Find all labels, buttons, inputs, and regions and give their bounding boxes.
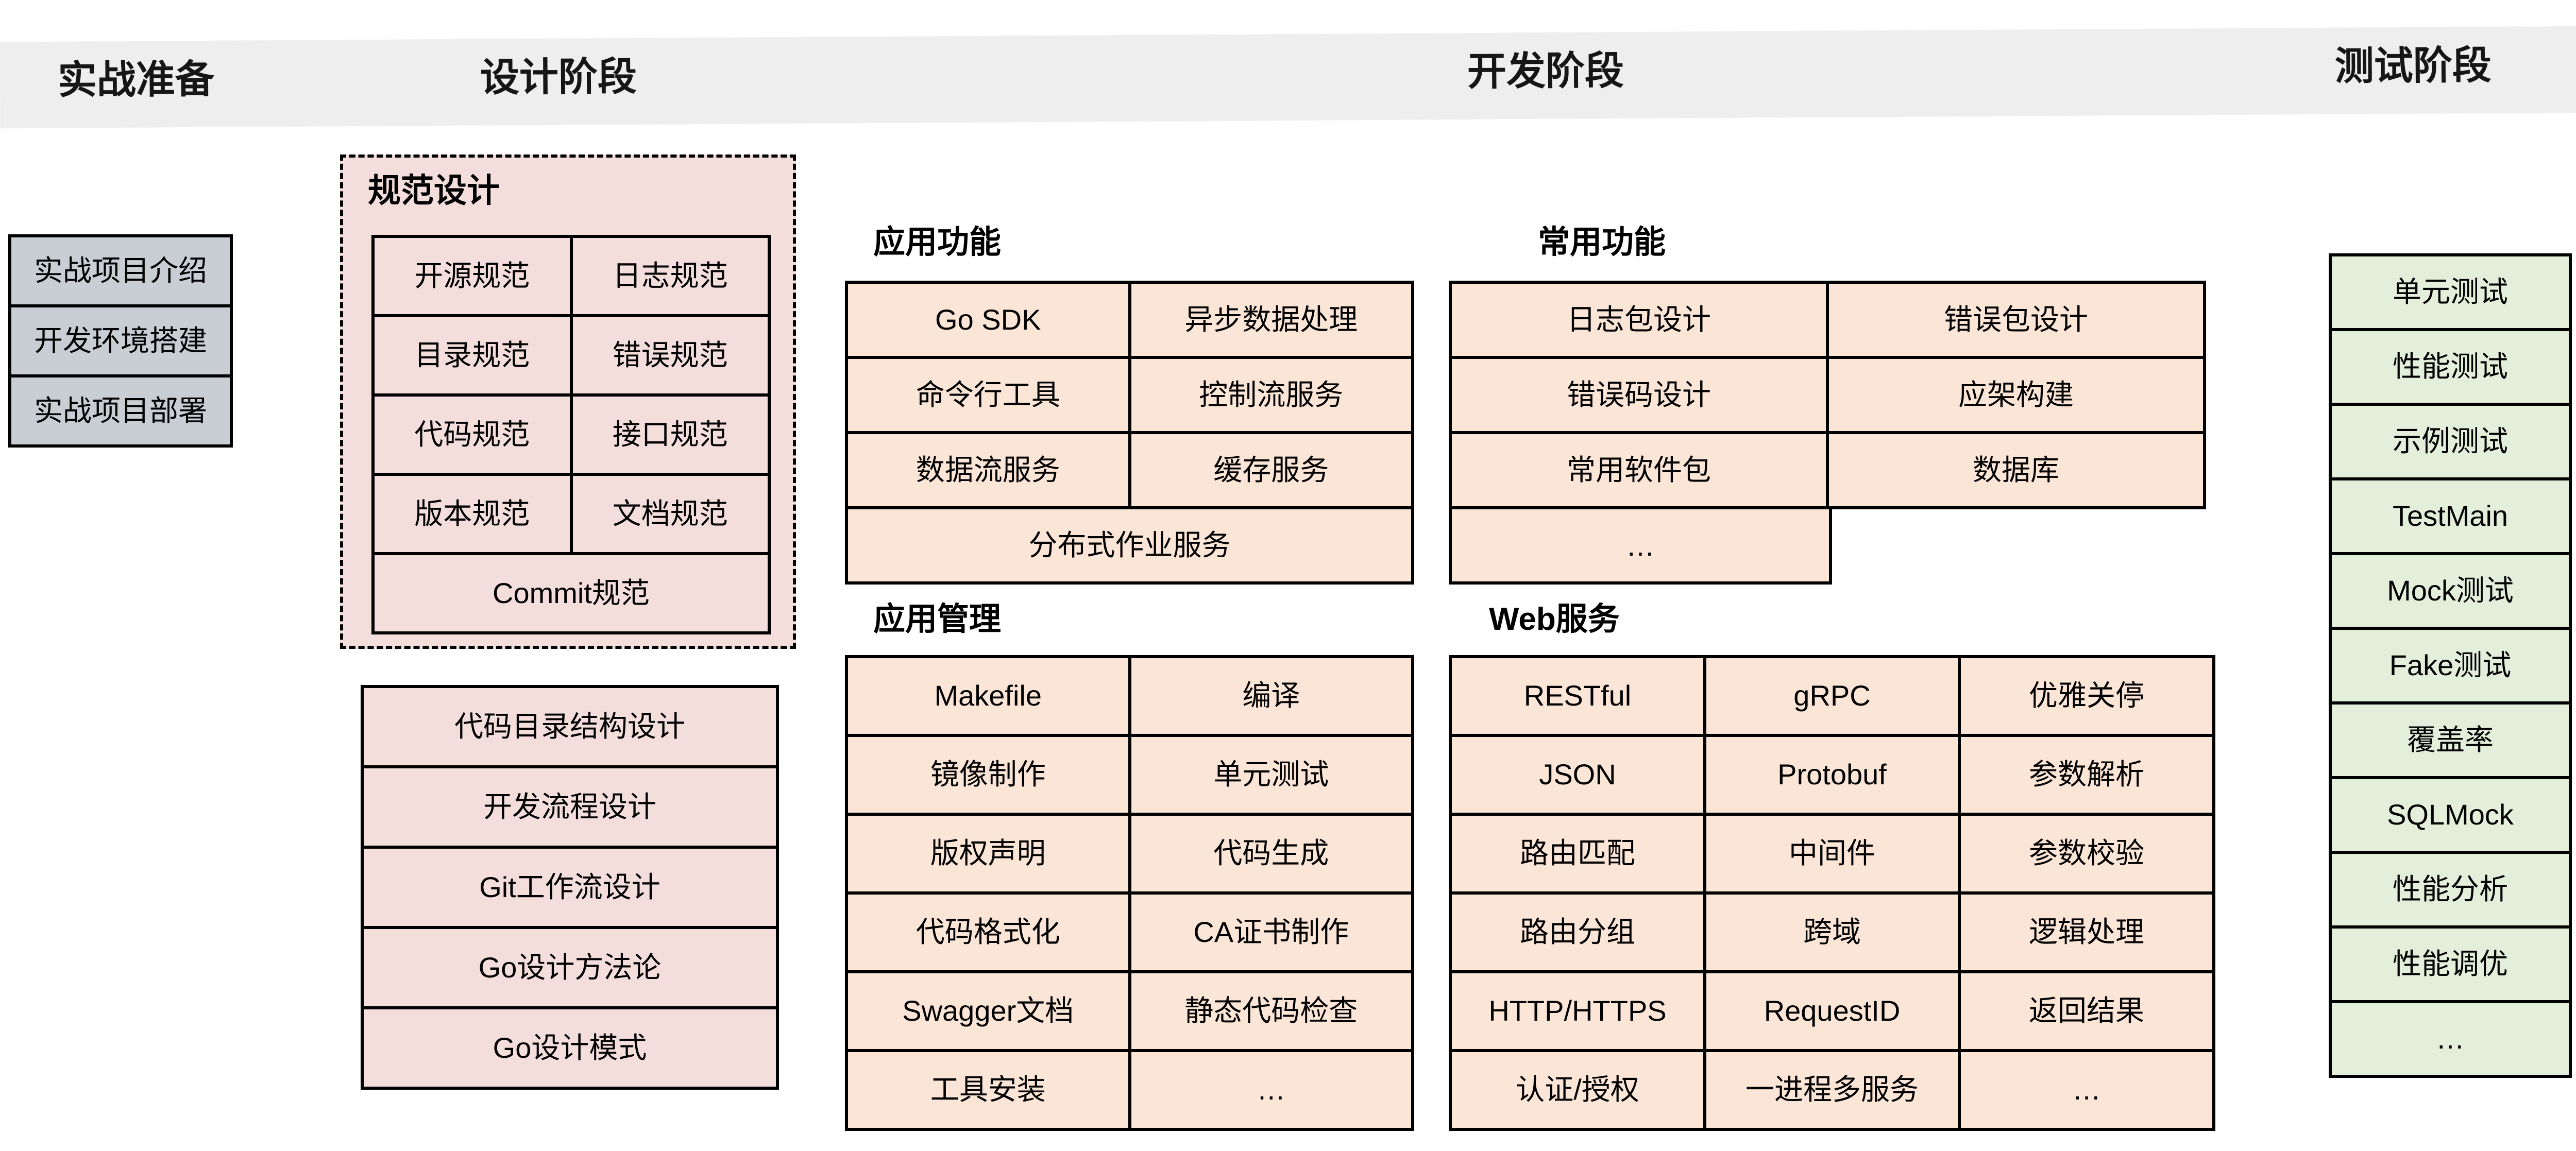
common-cell: 错误码设计 [1452, 359, 1826, 431]
test-item: 覆盖率 [2332, 705, 2569, 776]
spec-cell: 文档规范 [572, 476, 768, 552]
common-features-table: 日志包设计 错误包设计 错误码设计 应架构建 常用软件包 数据库 [1449, 281, 2206, 509]
web-cell: 认证/授权 [1452, 1052, 1703, 1128]
app-features-cell: Go SDK [848, 284, 1128, 356]
spec-cell: 目录规范 [375, 317, 570, 393]
web-cell: … [1961, 1052, 2212, 1128]
app-mgmt-cell: … [1131, 1052, 1411, 1128]
test-item: Mock测试 [2332, 555, 2569, 627]
design-item: Go设计方法论 [364, 929, 776, 1006]
app-features-cell: 数据流服务 [848, 434, 1128, 506]
stage-banner: 实战准备 设计阶段 开发阶段 测试阶段 部署阶段 Tips [0, 0, 2576, 164]
web-cell: RESTful [1452, 658, 1703, 734]
common-cell: 应架构建 [1829, 359, 2203, 431]
design-item: Git工作流设计 [364, 849, 776, 926]
app-features-cell: 控制流服务 [1131, 359, 1411, 431]
web-cell: 跨域 [1706, 895, 1958, 970]
web-service-title: Web服务 [1489, 602, 1620, 637]
web-cell: 逻辑处理 [1961, 895, 2212, 970]
prep-item: 开发环境搭建 [11, 307, 230, 374]
app-mgmt-cell: 工具安装 [848, 1052, 1128, 1128]
web-cell: HTTP/HTTPS [1452, 973, 1703, 1049]
app-features-cell-footer: 分布式作业服务 [848, 509, 1411, 581]
spec-cell: 代码规范 [375, 397, 570, 473]
spec-cell: 开源规范 [375, 238, 570, 314]
test-item: 单元测试 [2332, 256, 2569, 328]
test-item: … [2332, 1003, 2569, 1075]
stage-label-prep: 实战准备 [57, 57, 215, 102]
spec-design-box: 规范设计 开源规范 日志规范 目录规范 错误规范 代码规范 接口规范 版本规范 … [340, 154, 796, 649]
web-cell: 参数解析 [1961, 737, 2212, 813]
spec-design-title: 规范设计 [368, 172, 500, 209]
common-cell: 常用软件包 [1452, 434, 1826, 506]
app-mgmt-cell: 镜像制作 [848, 737, 1128, 813]
app-mgmt-cell: 版权声明 [848, 816, 1128, 891]
test-item: Fake测试 [2332, 630, 2569, 701]
test-item: 性能分析 [2332, 854, 2569, 925]
web-cell: JSON [1452, 737, 1703, 813]
web-cell: Protobuf [1706, 737, 1958, 813]
web-cell: 一进程多服务 [1706, 1052, 1958, 1128]
app-mgmt-cell: CA证书制作 [1131, 895, 1411, 970]
spec-cell-commit: Commit规范 [375, 555, 768, 631]
app-mgmt-cell: 代码格式化 [848, 895, 1128, 970]
spec-cell: 接口规范 [572, 397, 768, 473]
prep-item: 实战项目介绍 [11, 237, 230, 304]
web-cell: 路由分组 [1452, 895, 1703, 970]
web-cell: 返回结果 [1961, 973, 2212, 1049]
test-item: TestMain [2332, 480, 2569, 552]
design-item: Go设计模式 [364, 1009, 776, 1087]
web-cell: 路由匹配 [1452, 816, 1703, 891]
test-item: 示例测试 [2332, 406, 2569, 477]
common-cell-ellipsis: … [1449, 506, 1832, 585]
prep-item: 实战项目部署 [11, 377, 230, 444]
app-features-table: Go SDK 异步数据处理 命令行工具 控制流服务 数据流服务 缓存服务 分布式… [845, 281, 1414, 585]
test-item: SQLMock [2332, 779, 2569, 851]
web-cell: RequestID [1706, 973, 1958, 1049]
common-cell: 数据库 [1829, 434, 2203, 506]
design-list: 代码目录结构设计 开发流程设计 Git工作流设计 Go设计方法论 Go设计模式 [361, 685, 779, 1090]
app-mgmt-cell: 编译 [1131, 658, 1411, 734]
common-features-title: 常用功能 [1538, 225, 1666, 260]
web-cell: 中间件 [1706, 816, 1958, 891]
app-mgmt-cell: Swagger文档 [848, 973, 1128, 1049]
test-list: 单元测试 性能测试 示例测试 TestMain Mock测试 Fake测试 覆盖… [2329, 253, 2572, 1078]
spec-cell: 日志规范 [572, 238, 768, 314]
design-item: 代码目录结构设计 [364, 688, 776, 765]
app-mgmt-cell: 单元测试 [1131, 737, 1411, 813]
spec-design-table: 开源规范 日志规范 目录规范 错误规范 代码规范 接口规范 版本规范 文档规范 … [371, 235, 771, 634]
banner-arrow-body [0, 22, 2576, 129]
spec-cell: 版本规范 [375, 476, 570, 552]
common-cell: 日志包设计 [1452, 284, 1826, 356]
spec-cell: 错误规范 [572, 317, 768, 393]
web-cell: 优雅关停 [1961, 658, 2212, 734]
stage-label-design: 设计阶段 [480, 55, 637, 100]
web-service-table: RESTful gRPC 优雅关停 JSON Protobuf 参数解析 路由匹… [1449, 655, 2215, 1131]
app-features-title: 应用功能 [873, 225, 1002, 260]
test-item: 性能测试 [2332, 331, 2569, 403]
app-mgmt-cell: 代码生成 [1131, 816, 1411, 891]
app-mgmt-cell: 静态代码检查 [1131, 973, 1411, 1049]
test-item: 性能调优 [2332, 929, 2569, 1000]
stage-label-dev: 开发阶段 [1467, 49, 1624, 94]
stage-label-test: 测试阶段 [2334, 43, 2492, 89]
app-features-cell: 命令行工具 [848, 359, 1128, 431]
app-features-cell: 缓存服务 [1131, 434, 1411, 506]
web-cell: gRPC [1706, 658, 1958, 734]
design-item: 开发流程设计 [364, 768, 776, 846]
app-mgmt-cell: Makefile [848, 658, 1128, 734]
web-cell: 参数校验 [1961, 816, 2212, 891]
app-mgmt-title: 应用管理 [873, 602, 1002, 637]
prep-list: 实战项目介绍 开发环境搭建 实战项目部署 [8, 234, 233, 448]
app-features-cell: 异步数据处理 [1131, 284, 1411, 356]
common-cell: 错误包设计 [1829, 284, 2203, 356]
app-mgmt-table: Makefile 编译 镜像制作 单元测试 版权声明 代码生成 代码格式化 CA… [845, 655, 1414, 1131]
